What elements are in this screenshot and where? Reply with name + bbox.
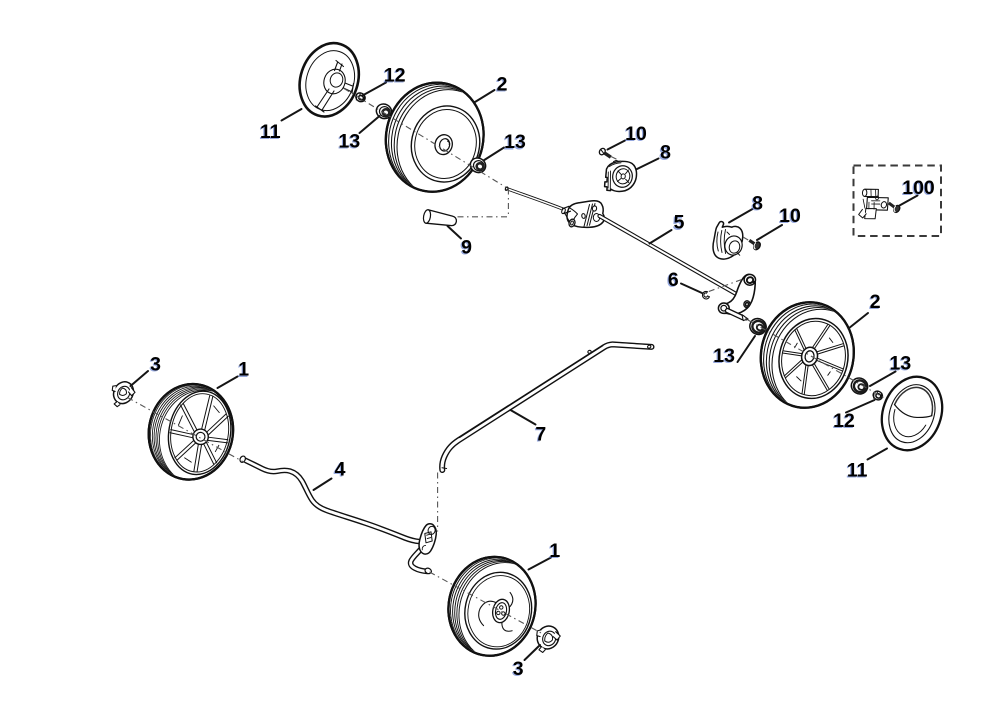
svg-text:8: 8 (660, 142, 671, 164)
svg-text:13: 13 (713, 345, 735, 367)
svg-text:2: 2 (497, 73, 508, 95)
svg-text:12: 12 (384, 64, 406, 86)
svg-text:6: 6 (668, 269, 679, 291)
svg-text:100: 100 (902, 177, 935, 199)
svg-text:1: 1 (549, 540, 560, 562)
svg-text:3: 3 (150, 354, 161, 376)
svg-text:9: 9 (461, 237, 472, 259)
svg-text:11: 11 (260, 121, 281, 143)
svg-text:5: 5 (674, 212, 685, 234)
svg-text:1: 1 (238, 359, 249, 381)
svg-text:13: 13 (339, 130, 361, 152)
svg-text:10: 10 (625, 123, 647, 145)
svg-text:8: 8 (752, 193, 763, 215)
svg-text:4: 4 (335, 459, 346, 481)
svg-text:7: 7 (535, 423, 546, 445)
svg-text:13: 13 (890, 353, 912, 375)
svg-text:10: 10 (779, 205, 801, 227)
svg-text:2: 2 (870, 291, 881, 313)
svg-text:13: 13 (504, 131, 526, 153)
svg-text:11: 11 (847, 460, 868, 482)
svg-text:3: 3 (513, 658, 524, 680)
svg-text:12: 12 (833, 410, 855, 432)
